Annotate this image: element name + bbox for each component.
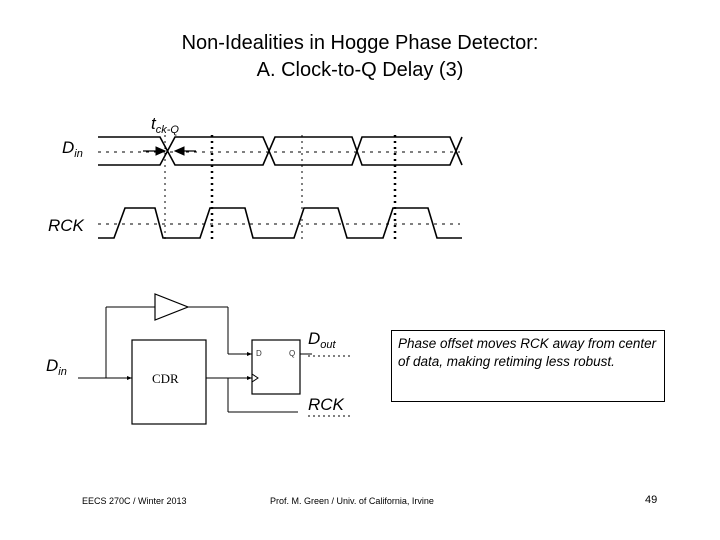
footer-course: EECS 270C / Winter 2013 <box>82 496 187 506</box>
tclk-q-arrows <box>143 146 196 156</box>
din-label-sub: in <box>74 148 83 160</box>
timing-markers <box>164 135 397 242</box>
wire-arrowheads <box>127 352 252 380</box>
note-text: Phase offset moves RCK away from center … <box>398 336 657 369</box>
din-waveform <box>98 136 463 166</box>
ff-d-pin: D <box>256 349 262 358</box>
tclk-q-label: tck-Q <box>151 114 179 136</box>
tclk-label-main: t <box>151 114 156 133</box>
note-box: Phase offset moves RCK away from center … <box>391 330 665 402</box>
din-label-main: D <box>62 138 75 157</box>
clock-input-icon <box>251 373 259 383</box>
buffer-icon <box>154 293 190 321</box>
rck-waveform <box>98 207 462 239</box>
title-line-1: Non-Idealities in Hogge Phase Detector: <box>181 32 539 54</box>
din-circuit-sub: in <box>58 366 67 378</box>
cdr-block <box>131 339 207 425</box>
dout-label-main: D <box>308 329 321 348</box>
ff-q-pin: Q <box>289 349 296 358</box>
slide-title: Non-Idealities in Hogge Phase Detector: … <box>0 30 720 84</box>
title-line-2: A. Clock-to-Q Delay (3) <box>256 59 464 81</box>
din-circuit-main: D <box>46 356 59 375</box>
cdr-label: CDR <box>152 371 179 386</box>
din-timing-label: Din <box>62 138 83 160</box>
rck-circuit-label: RCK <box>308 395 344 414</box>
dout-label-sub: out <box>320 339 336 351</box>
tclk-label-sub: ck-Q <box>155 124 179 136</box>
footer-author: Prof. M. Green / Univ. of California, Ir… <box>270 496 434 506</box>
dout-label: Dout <box>308 329 336 351</box>
circuit-wires <box>78 306 312 413</box>
rck-timing-label: RCK <box>48 216 84 235</box>
din-circuit-label: Din <box>46 356 67 378</box>
flip-flop-block <box>251 339 301 395</box>
page-number: 49 <box>645 494 658 506</box>
label-underlines <box>308 355 352 417</box>
